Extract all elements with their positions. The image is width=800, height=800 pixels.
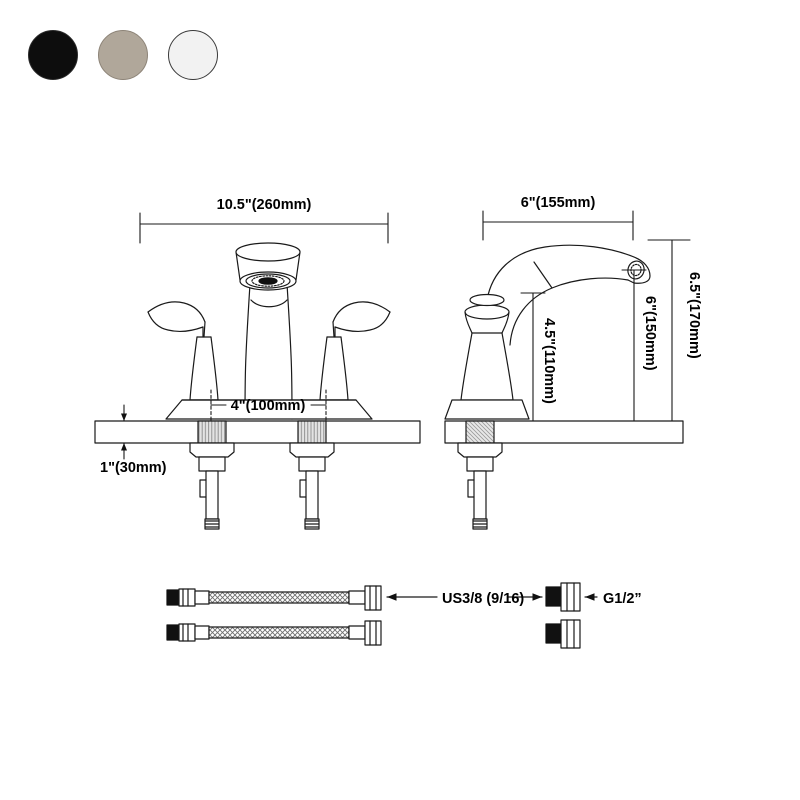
left-handle [147,301,219,401]
counter-deck-left [94,420,421,444]
dim-label-spout-height-110: 4.5"(110mm) [541,318,557,404]
dim-spout-height-150 [621,269,647,422]
front-spout-column [244,267,293,420]
dim-center-spacing [210,389,327,441]
g-half-adapter-lower [545,619,581,649]
g-half-thread-label: G1/2” [603,591,642,607]
side-handle-column [444,293,530,420]
black-finish-swatch[interactable] [28,30,78,80]
dim-label-deck-thickness: 1"(30mm) [100,460,167,476]
side-spout-gooseneck [486,244,651,346]
right-handle [319,301,391,401]
dim-label-spout-height-150: 6"(150mm) [642,296,658,371]
chrome-white-finish-swatch[interactable] [168,30,218,80]
shank-assembly-left [189,420,235,530]
dim-label-overall-height: 6.5"(170mm) [686,272,702,359]
shank-assembly-center [289,420,335,530]
aerator-assembly [235,242,301,291]
dim-label-overall-width: 10.5"(260mm) [217,197,312,213]
dim-spout-reach [482,210,634,241]
supply-hose-lower [166,620,382,646]
shank-assembly-side [457,420,503,530]
dim-spout-height-110 [520,292,546,422]
counter-deck-right [444,420,684,444]
dim-label-spout-reach: 6"(155mm) [521,195,596,211]
brushed-nickel-finish-swatch[interactable] [98,30,148,80]
dim-label-center-spacing: 4"(100mm) [231,398,306,414]
dim-overall-width [139,212,389,244]
dim-overall-height-170 [647,239,691,422]
supply-hose-upper [166,585,382,611]
g-half-adapter-upper [545,582,581,612]
finish-swatch-row [28,30,218,80]
hose-inlet-thread-label: US3/8 (9/16) [442,591,524,607]
